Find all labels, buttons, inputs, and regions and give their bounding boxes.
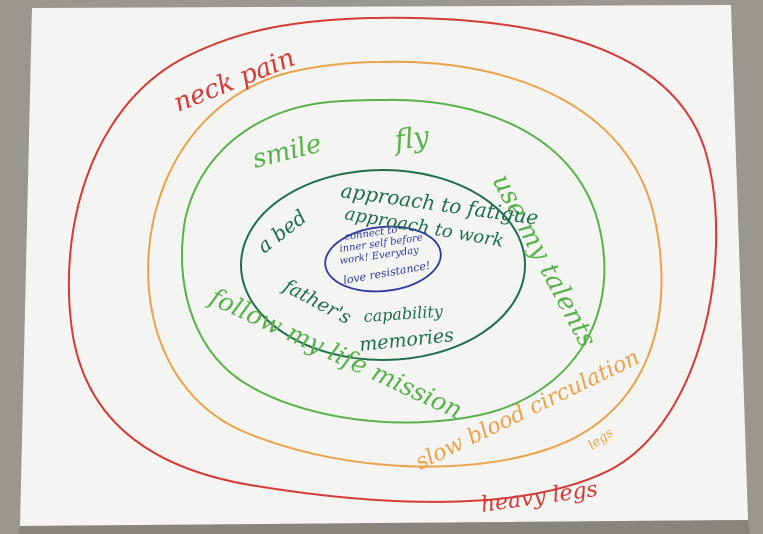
red-ring xyxy=(67,16,718,503)
orange-ring xyxy=(147,60,663,468)
fly-word: fly xyxy=(390,119,432,157)
paper-sheet xyxy=(20,5,748,526)
blue-core-ring xyxy=(324,225,442,293)
dark-green-ring xyxy=(240,169,526,361)
paper-shadow xyxy=(18,520,750,534)
light-green-ring xyxy=(181,98,606,424)
